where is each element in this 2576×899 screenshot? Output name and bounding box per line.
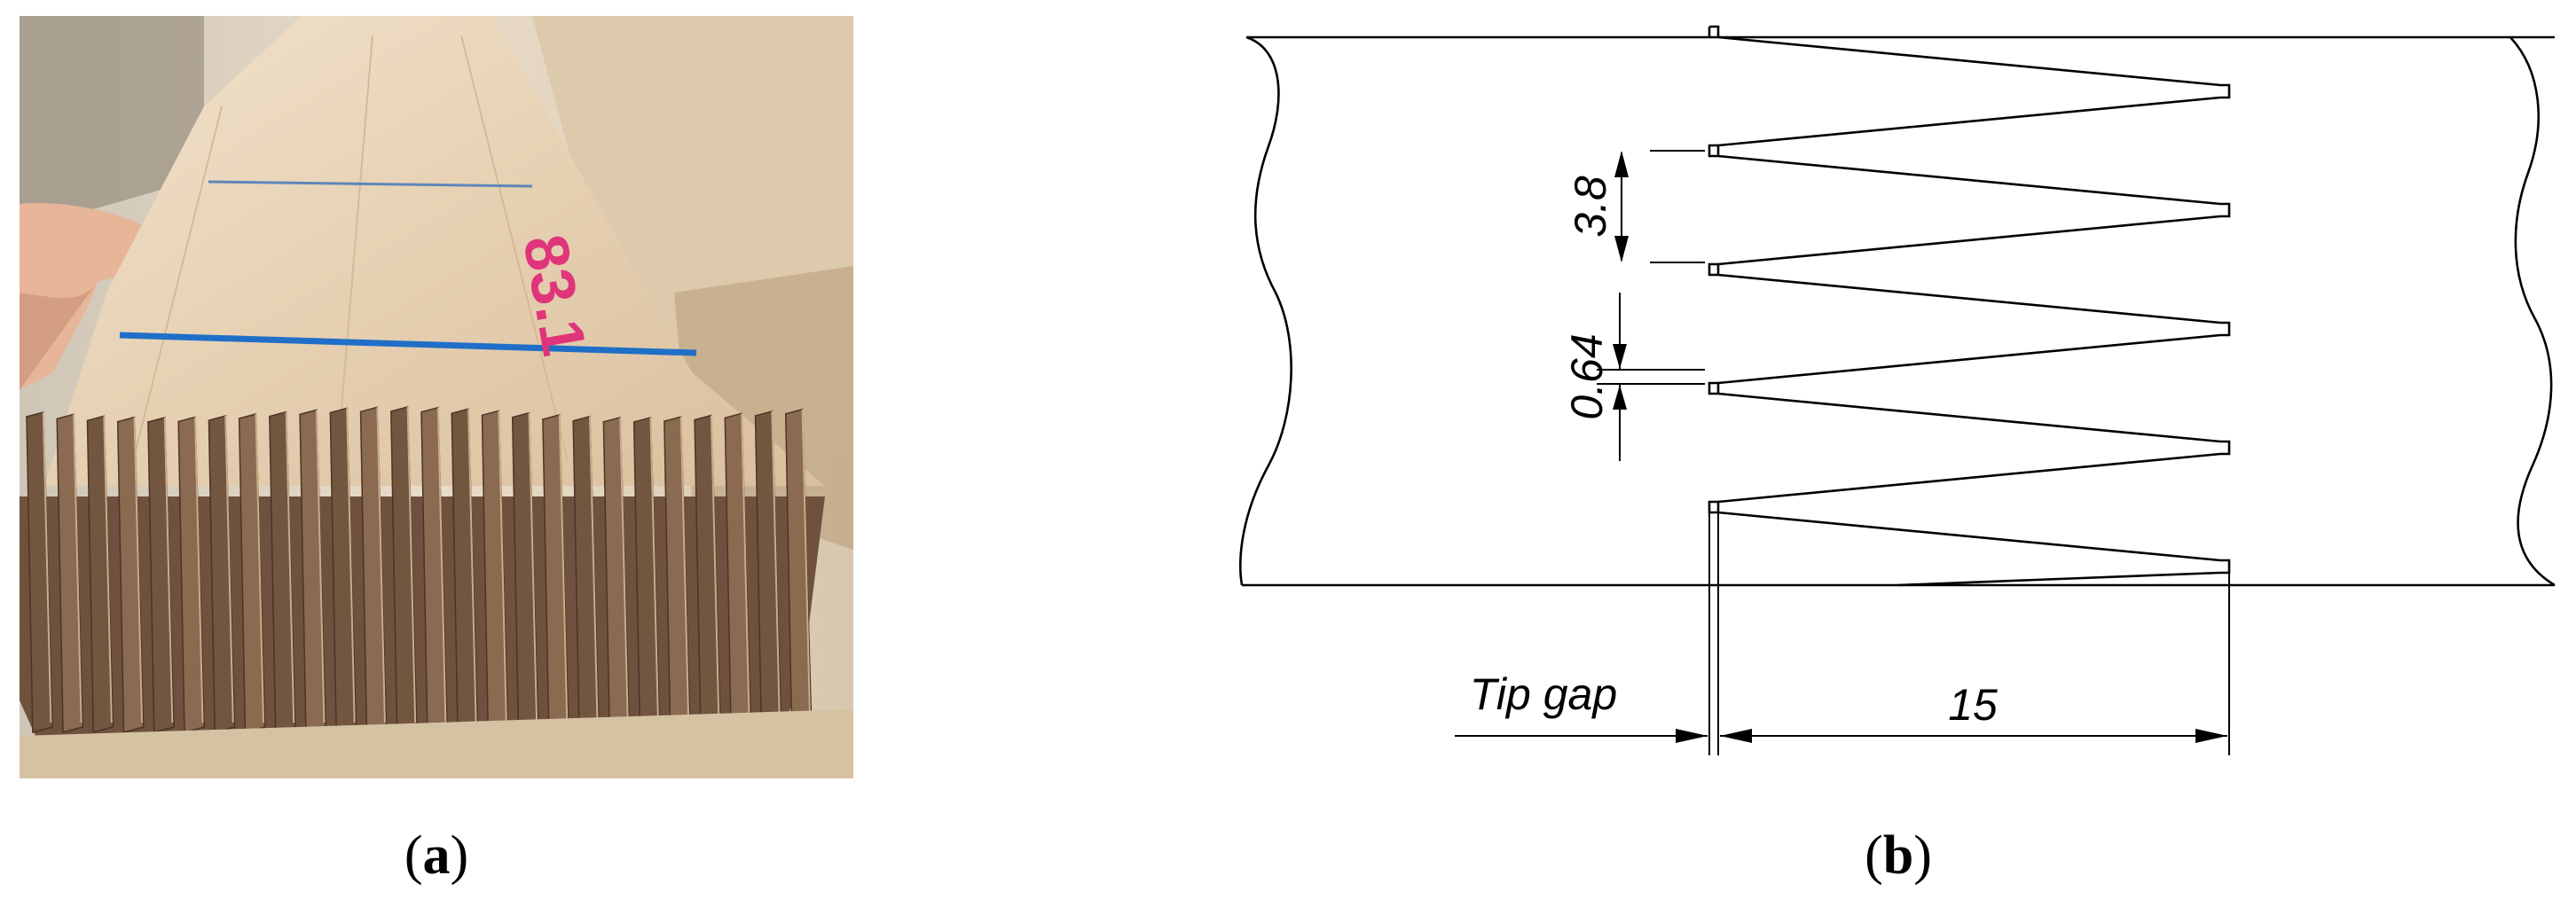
arrow-tip-down xyxy=(1613,344,1627,369)
blue-chalk-line xyxy=(119,332,697,356)
arrow-length-left xyxy=(1720,729,1752,743)
finger-tooth-highlight xyxy=(406,406,417,723)
arrow-pitch-down xyxy=(1614,236,1629,262)
finger-tooth-highlight xyxy=(588,416,599,723)
finger-tooth-highlight xyxy=(376,407,386,723)
foreground-wood xyxy=(20,709,853,778)
finger-tooth-highlight xyxy=(528,412,538,723)
finger-tooth-highlight xyxy=(710,415,720,723)
arrow-tip-up xyxy=(1613,385,1627,410)
finger-tooth-highlight xyxy=(285,411,295,723)
finger-tooth xyxy=(177,416,206,733)
panel-b-drawing xyxy=(1239,25,2556,755)
arrowheads xyxy=(1613,151,2227,743)
dim-tip-label: 0.64 xyxy=(1562,333,1612,419)
tip-flats-right xyxy=(2220,83,2231,575)
finger-tooth-highlight xyxy=(346,408,356,723)
finger-tooth xyxy=(269,410,296,733)
beam-grain xyxy=(336,35,373,462)
finger-tooth-highlight xyxy=(741,413,750,723)
finger-tooth xyxy=(56,413,84,733)
finger-tooth xyxy=(26,411,53,733)
arrow-length-right xyxy=(2195,729,2227,743)
finger-tooth-highlight xyxy=(498,410,507,723)
finger-tooth-highlight xyxy=(558,414,569,723)
panel-b-label: (b) xyxy=(1865,825,1932,886)
finger-tooth xyxy=(208,415,236,733)
fingers xyxy=(26,406,813,733)
finger-tooth-highlight xyxy=(103,416,113,723)
background-dark-box xyxy=(20,16,204,231)
finger-tooth-highlight xyxy=(133,417,144,723)
beam-grain xyxy=(132,106,223,462)
finger-tooth-highlight xyxy=(163,417,174,723)
finger-tooth-highlight xyxy=(42,411,52,723)
finger-tooth-highlight xyxy=(679,417,690,723)
finger-tooth-highlight xyxy=(619,417,629,723)
finger-tooth-highlight xyxy=(224,416,234,723)
finger-tooth-highlight xyxy=(771,410,781,723)
dim-length-label: 15 xyxy=(1948,680,1998,730)
finger-profile xyxy=(1717,35,2221,587)
arrow-pitch-up xyxy=(1614,151,1629,177)
tip-gap-label: Tip gap xyxy=(1470,669,1617,719)
finger-tooth-highlight xyxy=(801,409,812,723)
finger-tooth xyxy=(86,415,114,733)
beam-top-face xyxy=(44,16,825,486)
finger-tooth xyxy=(238,413,266,733)
finger-tooth-highlight xyxy=(315,410,326,723)
panel-a-label: (a) xyxy=(404,825,468,886)
finger-tooth-highlight xyxy=(436,407,447,723)
right-break-line xyxy=(2509,36,2556,587)
left-break-line xyxy=(1239,35,1292,586)
finger-tooth-highlight xyxy=(255,413,264,723)
finger-tooth-highlight xyxy=(73,414,82,723)
finger-tooth-highlight xyxy=(193,417,204,723)
tip-flats-left xyxy=(1708,25,1720,514)
dim-pitch-label: 3.8 xyxy=(1566,176,1615,238)
finger-tooth xyxy=(147,417,175,733)
panel-a-photo: 83.1 xyxy=(20,16,853,778)
beam-grain xyxy=(460,35,569,462)
finger-tooth-highlight xyxy=(649,417,659,723)
finger-tooth-highlight xyxy=(467,409,477,723)
arrow-gap-right xyxy=(1676,729,1708,743)
upper-mark-line xyxy=(208,180,533,188)
finger-tooth xyxy=(116,416,145,733)
hand-shadow xyxy=(20,282,98,390)
